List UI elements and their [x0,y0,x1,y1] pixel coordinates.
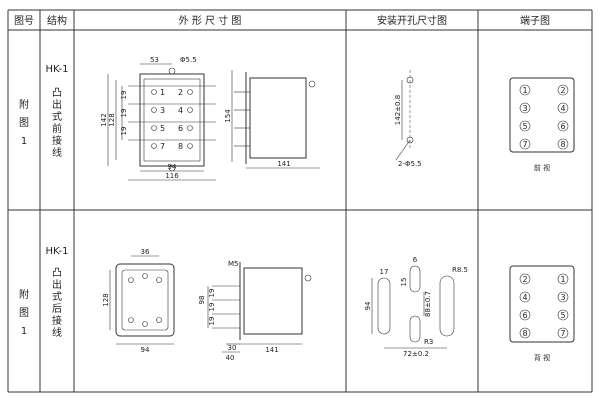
header-mounting: 安装开孔尺寸图 [377,14,447,27]
row1-side-view [231,70,320,169]
row1-figure-char-1: 附 [19,98,29,111]
row2-mount-h88: 88±0.7 [424,291,432,317]
row2-terminal-8: 8 [522,329,527,338]
row2-front-outline [109,255,175,345]
row1-mount-cutout [395,70,414,161]
row1-structure-char-5: 接 [52,134,62,147]
row1-structure-char-3: 式 [52,110,62,123]
row1-dim-height-outer: 142 [100,113,108,126]
header-structure: 结构 [47,14,67,27]
row1-dim-side-height: 154 [224,109,232,123]
row2-figure-char-3: 1 [21,326,27,337]
row2-model: HK-1 [46,246,69,257]
row1-terminal-2: 2 [560,86,565,95]
row2-dim-screw: M5 [228,260,239,268]
row2-terminal-box [509,265,575,343]
row1-structure-char-2: 出 [52,98,62,111]
row2-structure-char-6: 线 [52,326,62,339]
row1-model: HK-1 [46,64,69,75]
row2-dim-w40: 40 [226,354,235,362]
row2-dim-bottom-width: 94 [141,346,150,354]
row1-outline-pin-2: 2 [178,88,183,97]
row2-structure-char-4: 后 [52,303,62,315]
row2-dim-top-width: 36 [141,248,150,256]
row1-outline-pin-1: 1 [160,88,165,97]
row2-terminal-3: 3 [560,293,565,302]
row2-structure-char-1: 凸 [52,267,62,279]
row1-terminal-3: 3 [522,104,527,113]
row2-terminal-2: 2 [522,275,527,284]
row1-outline-pin-7: 7 [160,142,165,151]
row1-outline-pin-4: 4 [178,106,183,115]
row2-terminal-label: 背 视 [534,353,550,362]
row2-dim-height: 128 [102,293,110,306]
row1-terminal-5: 5 [522,122,527,131]
row2-figure-char-1: 附 [19,288,29,301]
row1-terminal-1: 1 [522,86,527,95]
row1-terminal-7: 7 [522,140,527,149]
row1-dim-bottom-outer: 116 [165,172,179,180]
row1-terminal-8: 8 [560,140,565,149]
row1-dim-pitch-c: 19 [120,127,128,136]
header-figure-no: 图号 [14,15,34,27]
row1-structure-char-6: 线 [52,146,62,159]
row2-dim-side-p2: 19 [208,303,216,312]
row1-dim-hole: Φ5.5 [180,56,197,64]
header-terminal: 端子图 [520,14,550,27]
row1-structure-char-4: 前 [52,122,62,135]
row2-terminal-7: 7 [560,329,565,338]
row2-figure-char-2: 图 [19,307,29,319]
row1-dim-pitch-a: 19 [120,91,128,100]
row1-structure-char-1: 凸 [52,87,62,99]
row1-outline-pin-5: 5 [160,124,165,133]
row2-mount-r85: R8.5 [452,266,468,274]
row2-terminal-4: 4 [522,293,527,302]
row2-mount-spacing: 72±0.2 [403,350,429,358]
row-1: 附 图 1 HK-1 凸 出 式 前 接 线 1 2 [19,56,575,181]
row1-mount-hole-dia: 2-Φ5.5 [398,160,422,168]
row-2: 附 图 1 HK-1 凸 出 式 后 接 线 36 128 94 [19,246,575,362]
row2-mount-cutout [371,265,455,349]
row2-mount-r3: R3 [424,338,433,346]
row2-mount-w6: 6 [413,256,418,264]
row1-figure-char-3: 1 [21,136,27,147]
row2-terminal-6: 6 [522,311,527,320]
row1-outline-pin-8: 8 [178,142,183,151]
header-outline: 外 形 尺 寸 图 [179,14,242,27]
table-grid [7,9,593,393]
row2-mount-h15: 15 [400,278,408,287]
row2-side-view [207,262,312,353]
row2-terminal-5: 5 [560,311,565,320]
row1-mount-spacing: 142±0.8 [394,95,402,125]
row1-dim-depth: 141 [277,160,290,168]
row1-figure-char-2: 图 [19,117,29,129]
row2-structure-char-5: 接 [52,314,62,327]
row1-terminal-box [509,77,575,153]
row1-outline-pin-3: 3 [160,106,165,115]
row1-terminal-6: 6 [560,122,565,131]
row1-front-outline [128,67,216,172]
row2-mount-h94: 94 [364,301,372,310]
row2-dim-side-h1: 98 [198,296,206,305]
row2-terminal-1: 1 [560,275,565,284]
row1-dim-pitch-b: 19 [120,109,128,118]
row1-dim-height-inner: 128 [108,113,116,126]
row2-structure-char-3: 式 [52,290,62,303]
row1-dim-bottom-inner: 94 [168,163,177,171]
row2-structure-char-2: 出 [52,278,62,291]
row2-mount-w17: 17 [380,268,389,276]
row1-terminal-4: 4 [560,104,565,113]
row1-front-dim-lines [107,63,216,181]
row2-dim-side-p1: 19 [208,289,216,298]
row2-dim-w30: 30 [228,344,237,352]
row2-dim-side-p3: 19 [208,317,216,326]
row1-dim-top-width: 53 [150,56,159,64]
row1-terminal-label: 前 视 [534,163,550,172]
row2-dim-depth: 141 [265,346,278,354]
row1-outline-pin-6: 6 [178,124,183,133]
